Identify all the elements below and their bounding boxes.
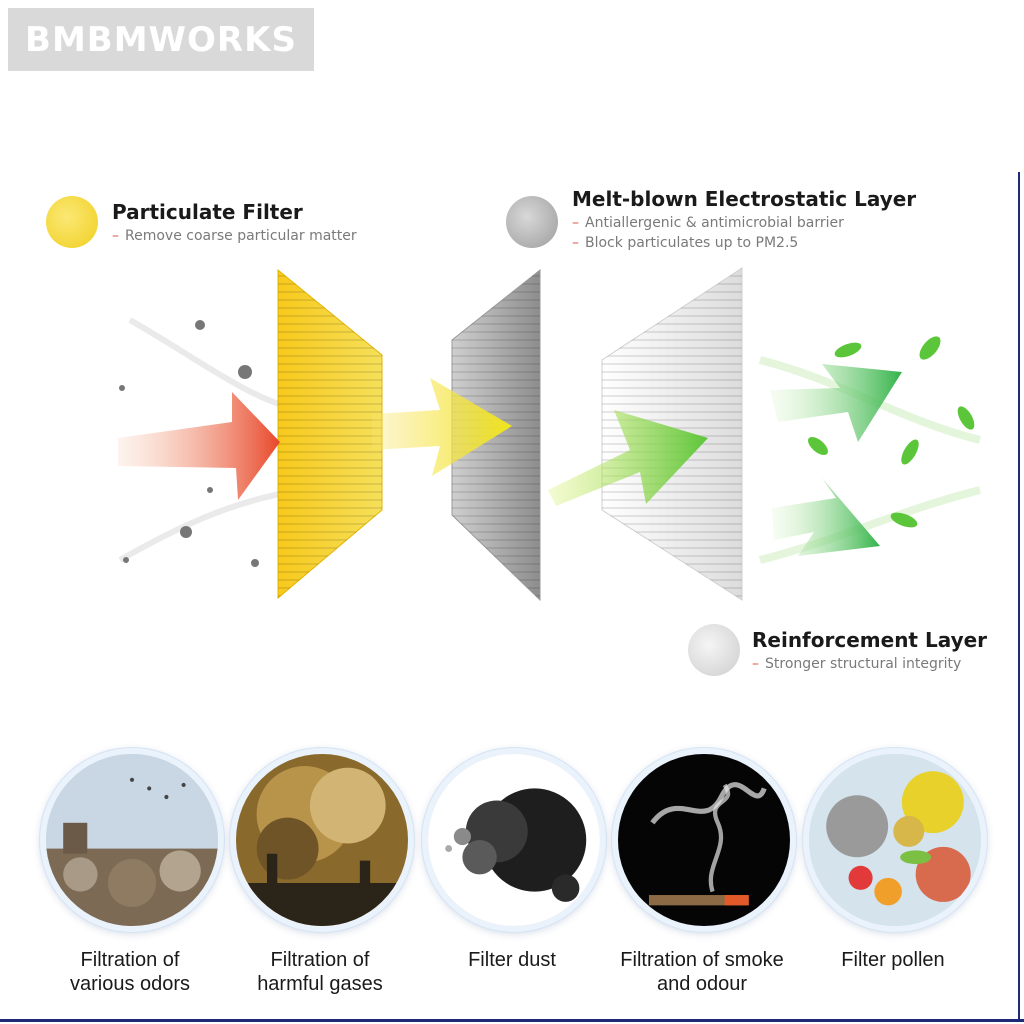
garbage-dump-image (40, 748, 224, 932)
dust-burst-image (422, 748, 606, 932)
factory-smoke-image (230, 748, 414, 932)
brand-logo: BMBMWORKS (8, 8, 314, 71)
frame-line-right (1018, 172, 1020, 1022)
electrostatic-swatch-icon (506, 196, 558, 248)
particulate-layer (277, 268, 383, 600)
feature-caption: Filter dust (468, 949, 556, 971)
layer-description: –Antiallergenic & antimicrobial barrier (572, 215, 844, 231)
feature-pollen: Filter pollen (803, 748, 987, 972)
electrostatic-layer-label: Melt-blown Electrostatic Layer –Antialle… (572, 187, 916, 251)
layer-title: Melt-blown Electrostatic Layer (572, 187, 917, 211)
clean-air-arrow-bottom (772, 478, 880, 556)
clean-air-arrow (548, 410, 708, 506)
frame-line-bottom (0, 1019, 1024, 1022)
brand-name: BMBMWORKS (25, 19, 297, 60)
layer-description: –Block particulates up to PM2.5 (572, 235, 799, 251)
dirty-air-arrow (118, 392, 280, 500)
layer-title: Reinforcement Layer (752, 628, 988, 652)
cigarette-smoke-image (612, 748, 796, 932)
filtered-air-arrow (372, 378, 512, 476)
clean-air-arrow-top (770, 364, 902, 442)
filter-layers-diagram (118, 267, 981, 602)
layer-title: Particulate Filter (112, 200, 303, 224)
feature-dust: Filter dust (422, 748, 606, 972)
pollen-grains-image (803, 748, 987, 932)
dust-particles (119, 320, 259, 567)
particulate-filter-label: Particulate Filter –Remove coarse partic… (112, 200, 357, 244)
layer-description: –Remove coarse particular matter (112, 228, 357, 244)
reinforcement-layer-label: Reinforcement Layer –Stronger structural… (752, 628, 987, 672)
particulate-swatch-icon (46, 196, 98, 248)
layer-description: –Stronger structural integrity (752, 656, 962, 672)
reinforcement-swatch-icon (688, 624, 740, 676)
leaf-icons (808, 336, 975, 528)
feature-caption: Filter pollen (841, 949, 945, 971)
